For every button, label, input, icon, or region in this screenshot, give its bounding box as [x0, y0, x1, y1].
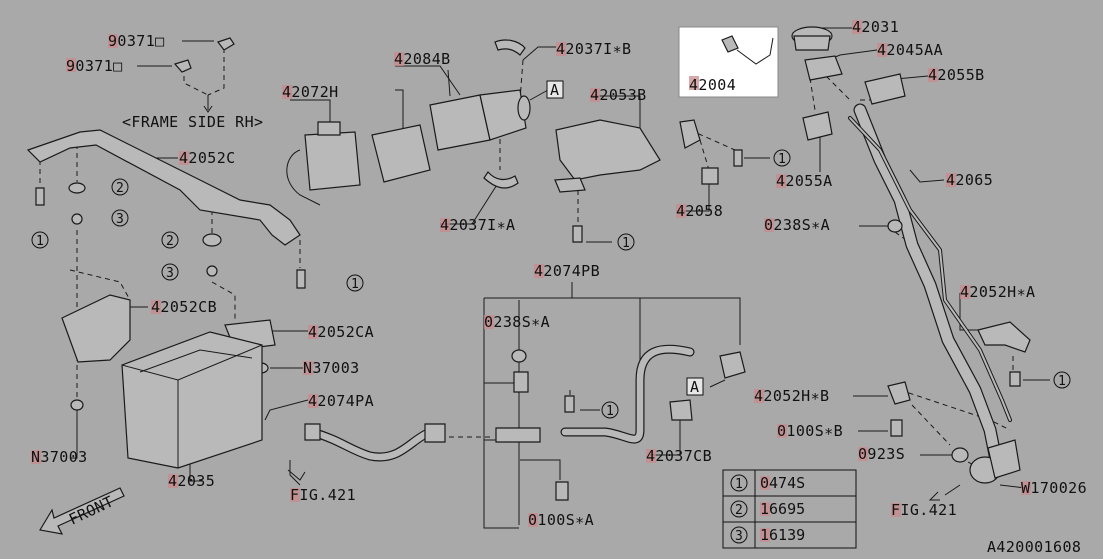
legend-ref-1: 1	[735, 477, 743, 492]
label-42045aa[interactable]: 42045AA	[877, 41, 943, 59]
callout-1[interactable]: 1	[351, 277, 359, 292]
label-n37003-lower[interactable]: N37003	[31, 448, 88, 466]
label-42035[interactable]: 42035	[168, 472, 215, 490]
label-0100sb[interactable]: 0100S∗B	[777, 422, 843, 440]
legend-table: 1 0474S 2 16695 3 16139	[722, 469, 857, 549]
label-42037ia[interactable]: 42037I∗A	[440, 216, 515, 234]
label-0238sa-center[interactable]: 0238S∗A	[484, 313, 550, 331]
label-42004[interactable]: 42004	[689, 76, 736, 94]
label-42052c[interactable]: 42052C	[179, 149, 236, 167]
label-42058[interactable]: 42058	[676, 202, 723, 220]
connector-mark-a-lower[interactable]: A	[690, 378, 699, 396]
callout-2[interactable]: 2	[116, 181, 124, 196]
callout-3[interactable]: 3	[166, 266, 174, 281]
callout-1[interactable]: 1	[1058, 374, 1066, 389]
callout-1[interactable]: 1	[36, 234, 44, 249]
parts-artwork	[26, 26, 1031, 535]
legend-part-0474s[interactable]: 0474S	[760, 474, 805, 492]
frame-side-note: <FRAME SIDE RH>	[122, 113, 263, 131]
diagram-code: A420001608	[987, 538, 1081, 554]
callout-1[interactable]: 1	[606, 404, 614, 419]
label-42052cb[interactable]: 42052CB	[151, 298, 217, 316]
front-direction-label: FRONT	[66, 492, 116, 528]
legend-ref-3: 3	[735, 529, 743, 544]
part-labels: 90371□ 90371□ <FRAME SIDE RH> 42072H 420…	[31, 18, 1087, 556]
label-42055b[interactable]: 42055B	[928, 66, 985, 84]
label-0923s[interactable]: 0923S	[858, 445, 905, 463]
label-42037cb[interactable]: 42037CB	[646, 447, 712, 465]
label-fig421-left[interactable]: FIG.421	[290, 486, 356, 504]
label-w170026[interactable]: W170026	[1021, 479, 1087, 497]
label-42074pa[interactable]: 42074PA	[308, 392, 374, 410]
label-42053b[interactable]: 42053B	[590, 86, 647, 104]
label-42072h[interactable]: 42072H	[282, 83, 339, 101]
label-n37003-upper[interactable]: N37003	[303, 359, 360, 377]
legend-part-16695[interactable]: 16695	[760, 500, 805, 518]
callout-1[interactable]: 1	[778, 152, 786, 167]
label-fig421-right[interactable]: FIG.421	[891, 501, 957, 519]
callout-2[interactable]: 2	[166, 234, 174, 249]
label-42037ib[interactable]: 42037I∗B	[556, 40, 631, 58]
label-90371-lower[interactable]: 90371□	[66, 57, 123, 75]
label-0100sa[interactable]: 0100S∗A	[528, 511, 594, 529]
label-42065[interactable]: 42065	[946, 171, 993, 189]
label-42052ca[interactable]: 42052CA	[308, 323, 374, 341]
connector-mark-a-upper[interactable]: A	[550, 81, 559, 99]
callout-1[interactable]: 1	[622, 236, 630, 251]
label-42074pb[interactable]: 42074PB	[534, 262, 600, 280]
label-42084b[interactable]: 42084B	[394, 50, 451, 68]
callout-3[interactable]: 3	[116, 212, 124, 227]
label-42031[interactable]: 42031	[852, 18, 899, 36]
label-42052hb[interactable]: 42052H∗B	[754, 387, 829, 405]
label-42055a[interactable]: 42055A	[776, 172, 833, 190]
legend-part-16139[interactable]: 16139	[760, 526, 805, 544]
legend-ref-2: 2	[735, 503, 743, 518]
label-0238sa-right[interactable]: 0238S∗A	[764, 216, 830, 234]
callout-circles: 1 2 3 2 3 1 1 1 1 1	[31, 149, 1071, 419]
label-42052ha[interactable]: 42052H∗A	[960, 283, 1035, 301]
label-90371-upper[interactable]: 90371□	[108, 32, 165, 50]
